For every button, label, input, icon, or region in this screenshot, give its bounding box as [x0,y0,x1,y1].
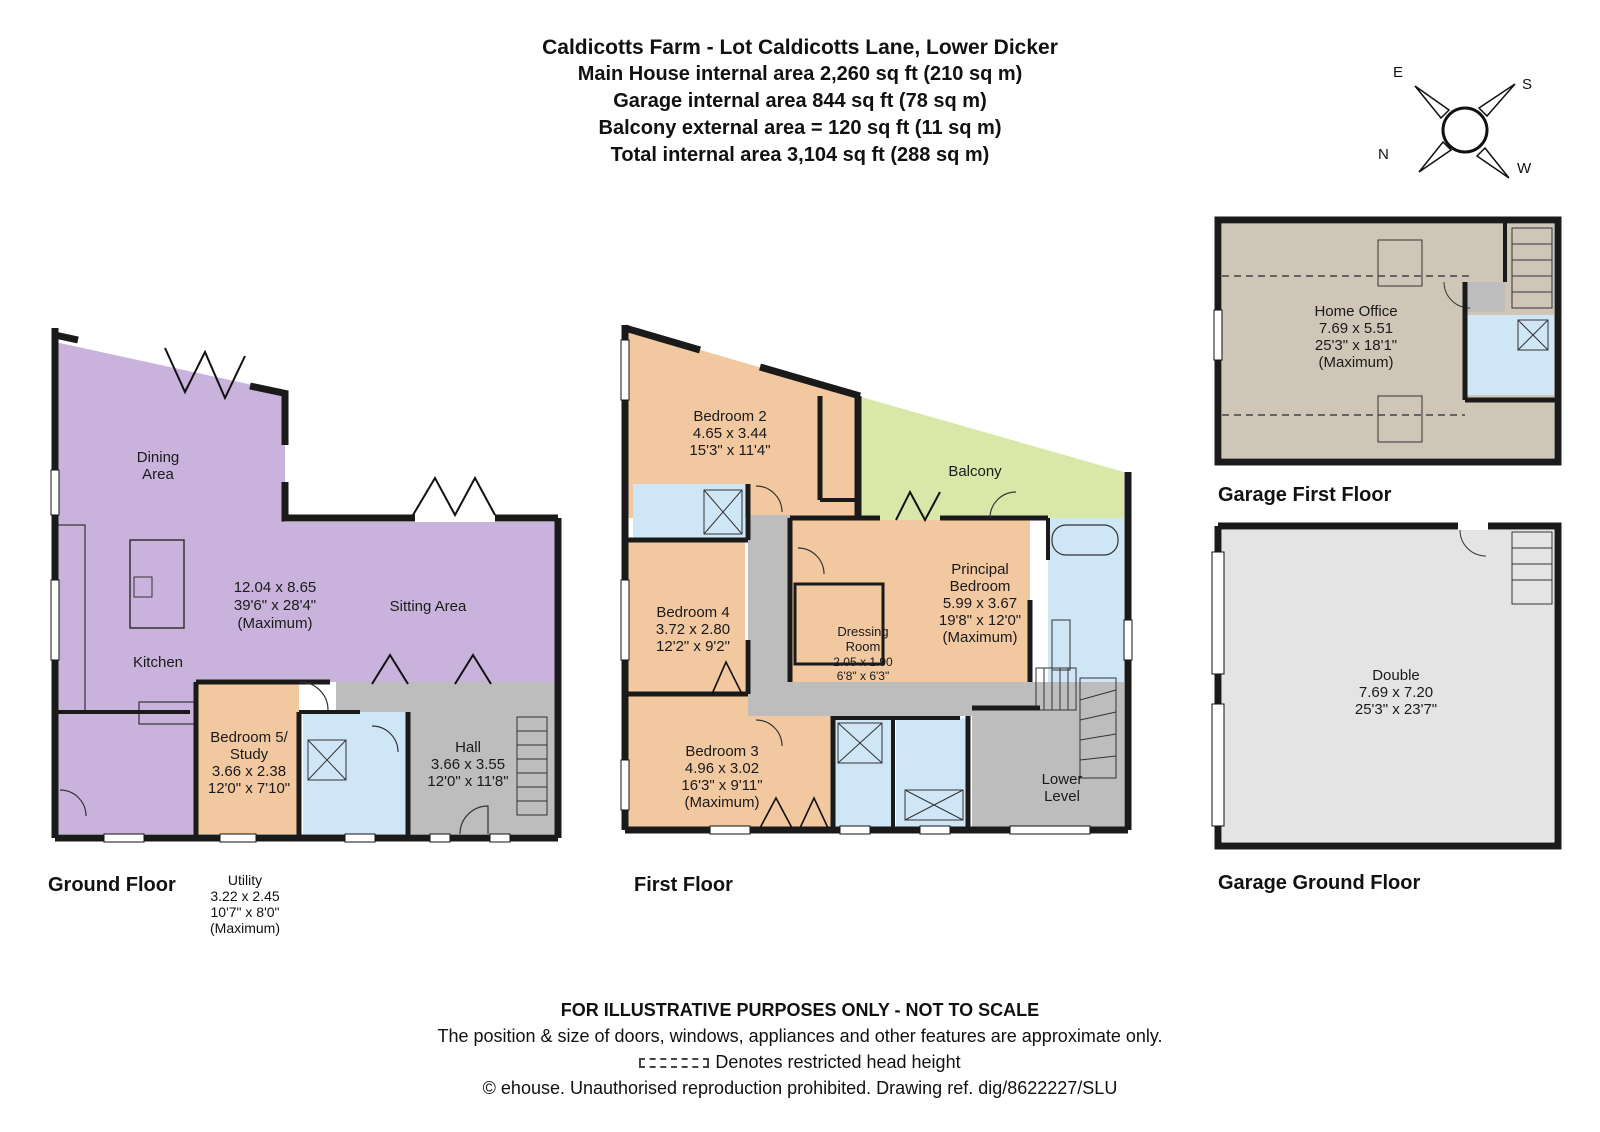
first-floor-labels: Bedroom 2 4.65 x 3.44 15'3" x 11'4" Balc… [656,408,1083,811]
ensuite-bedroom2 [633,484,745,538]
double-garage-room [1222,530,1554,842]
ground-bathroom [303,712,408,834]
label-bed3-2: 4.96 x 3.02 [685,760,759,777]
header-garage-area: Garage internal area 844 sq ft (78 sq m) [613,90,987,112]
label-bed5-1: Bedroom 5/ [210,729,288,746]
footer-legend: Denotes restricted head height [300,1049,1300,1075]
open-plan-room [55,342,556,712]
label-dressing-4: 6'8" x 6'3" [837,669,889,683]
label-bed2-1: Bedroom 2 [693,408,766,425]
garage-ground-floor-plan [1211,522,1562,850]
label-dining-2: Area [142,466,174,483]
header-title: Caldicotts Farm - Lot Caldicotts Lane, L… [542,36,1058,59]
label-openplan-2: 39'6" x 28'4" [234,597,316,614]
ground-floor-plan [50,328,562,843]
label-bed2-3: 15'3" x 11'4" [689,442,770,459]
label-hall-2: 3.66 x 3.55 [431,756,505,773]
utility-room [55,712,196,834]
compass-w: W [1517,160,1532,177]
label-double-1: Double [1372,667,1420,684]
label-lower-2: Level [1044,788,1080,805]
label-openplan-3: (Maximum) [238,615,313,632]
footer: FOR ILLUSTRATIVE PURPOSES ONLY - NOT TO … [300,997,1300,1101]
header-balcony-area: Balcony external area = 120 sq ft (11 sq… [598,117,1002,139]
label-dining-1: Dining [137,449,180,466]
label-office-2: 7.69 x 5.51 [1319,320,1393,337]
balcony-area [858,396,1124,520]
label-bed5-2: Study [230,746,269,763]
label-principal-3: 5.99 x 3.67 [943,595,1017,612]
label-double-3: 25'3" x 23'7" [1355,701,1437,718]
utility-label: Utility 3.22 x 2.45 10'7" x 8'0" (Maximu… [190,872,300,936]
garage-first-floor-plan [1213,216,1562,466]
label-bed4-2: 3.72 x 2.80 [656,621,730,638]
restricted-height-icon [639,1058,710,1069]
first-floor-plan [620,324,1133,835]
label-bed5-3: 3.66 x 2.38 [212,763,286,780]
label-kitchen: Kitchen [133,654,183,671]
bedroom3-room [625,694,833,828]
label-principal-2: Bedroom [950,578,1011,595]
first-floor-label: First Floor [634,874,733,896]
footer-legend-text: Denotes restricted head height [715,1052,961,1072]
header-total-area: Total internal area 3,104 sq ft (288 sq … [610,144,990,166]
utility-label-3: 10'7" x 8'0" [210,904,280,920]
label-double-2: 7.69 x 7.20 [1359,684,1433,701]
label-bed4-3: 12'2" x 9'2" [656,638,730,655]
label-sitting: Sitting Area [390,598,467,615]
principal-ensuite [1048,518,1124,682]
header-main-area: Main House internal area 2,260 sq ft (21… [577,63,1023,85]
ground-floor-label: Ground Floor [48,874,176,896]
bedroom5-room [196,682,299,834]
label-bed2-2: 4.65 x 3.44 [693,425,767,442]
label-bed3-3: 16'3" x 9'11" [681,777,762,794]
label-principal-1: Principal [951,561,1009,578]
compass-e: E [1393,64,1404,81]
label-hall-3: 12'0" x 11'8" [427,773,508,790]
compass-n: N [1378,146,1389,163]
utility-label-2: 3.22 x 2.45 [210,888,280,904]
label-office-3: 25'3" x 18'1" [1315,337,1397,354]
garage-ground-floor-label: Garage Ground Floor [1218,872,1421,894]
label-openplan-1: 12.04 x 8.65 [234,579,317,596]
label-bed3-4: (Maximum) [685,794,760,811]
bedroom4-room [625,540,745,692]
garage-labels: Home Office 7.69 x 5.51 25'3" x 18'1" (M… [1314,303,1437,718]
ground-floor-labels: Dining Area 12.04 x 8.65 39'6" x 28'4" (… [133,449,509,797]
label-balcony: Balcony [948,463,1002,480]
label-dressing-2: Room [846,639,881,654]
footer-disclaimer: The position & size of doors, windows, a… [437,1026,1163,1046]
landing-area [748,515,1124,716]
label-office-1: Home Office [1314,303,1397,320]
footer-copyright: © ehouse. Unauthorised reproduction proh… [482,1078,1118,1098]
dressing-room [793,582,885,666]
bedroom2-room [625,328,858,518]
label-bed4-1: Bedroom 4 [656,604,729,621]
footer-disclaimer-title: FOR ILLUSTRATIVE PURPOSES ONLY - NOT TO … [560,1000,1040,1020]
label-bed5-4: 12'0" x 7'10" [208,780,290,797]
kitchen-island [129,539,185,629]
first-bath-1 [835,718,893,828]
lower-level-area [972,708,1124,828]
label-principal-4: 19'8" x 12'0" [939,612,1021,629]
garage-first-floor-label: Garage First Floor [1218,484,1392,506]
hall-room [336,682,556,834]
header: Caldicotts Farm - Lot Caldicotts Lane, L… [300,34,1300,169]
label-dressing-3: 2.05 x 1.90 [833,655,893,669]
compass-s: S [1522,76,1533,93]
label-bed3-1: Bedroom 3 [685,743,758,760]
compass-icon: E S N W [1378,64,1532,190]
label-lower-1: Lower [1042,771,1083,788]
utility-label-4: (Maximum) [210,920,280,936]
label-principal-5: (Maximum) [943,629,1018,646]
label-hall-1: Hall [455,739,481,756]
first-bath-2 [896,718,968,828]
label-dressing-1: Dressing [837,624,888,639]
utility-label-1: Utility [227,872,263,888]
label-office-4: (Maximum) [1319,354,1394,371]
